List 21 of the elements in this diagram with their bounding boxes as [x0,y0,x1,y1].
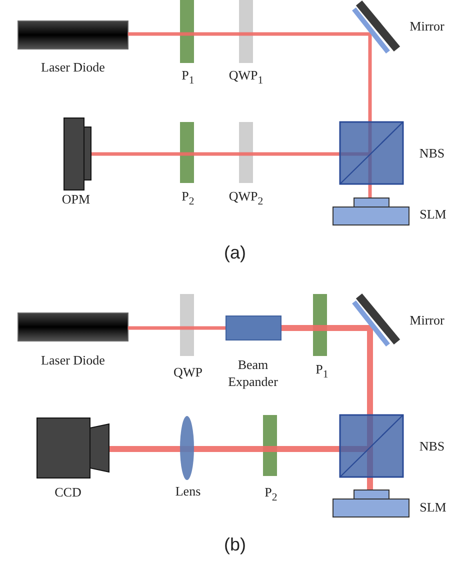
component-label: Mirror [410,312,444,328]
component-label: NBS [419,438,445,454]
component-label: P$_{2}$ [264,484,278,506]
component-label: QWP$_{1}$ [228,66,264,88]
component-label: Laser Diode [41,58,105,76]
component-label: Mirror [410,18,444,34]
component-label: SLM [420,498,446,516]
component-label: P$_{1}$ [182,66,194,88]
component-label: P$_{2}$ [182,188,194,210]
component-label: SLM [420,206,446,222]
component-label: Laser Diode [41,352,105,368]
component-label: P$_{1}$ [316,360,328,382]
component-label: QWP$_{2}$ [228,188,264,210]
component-label: NBS [419,144,445,162]
component-label: QWP [174,364,202,380]
component-label: CCD [54,484,82,500]
panel-label: (b) [224,536,246,554]
component-label: Lens [175,482,201,500]
panel-label: (a) [224,244,246,262]
component-label: Beam Expander [227,356,279,390]
component-label: OPM [62,190,90,208]
